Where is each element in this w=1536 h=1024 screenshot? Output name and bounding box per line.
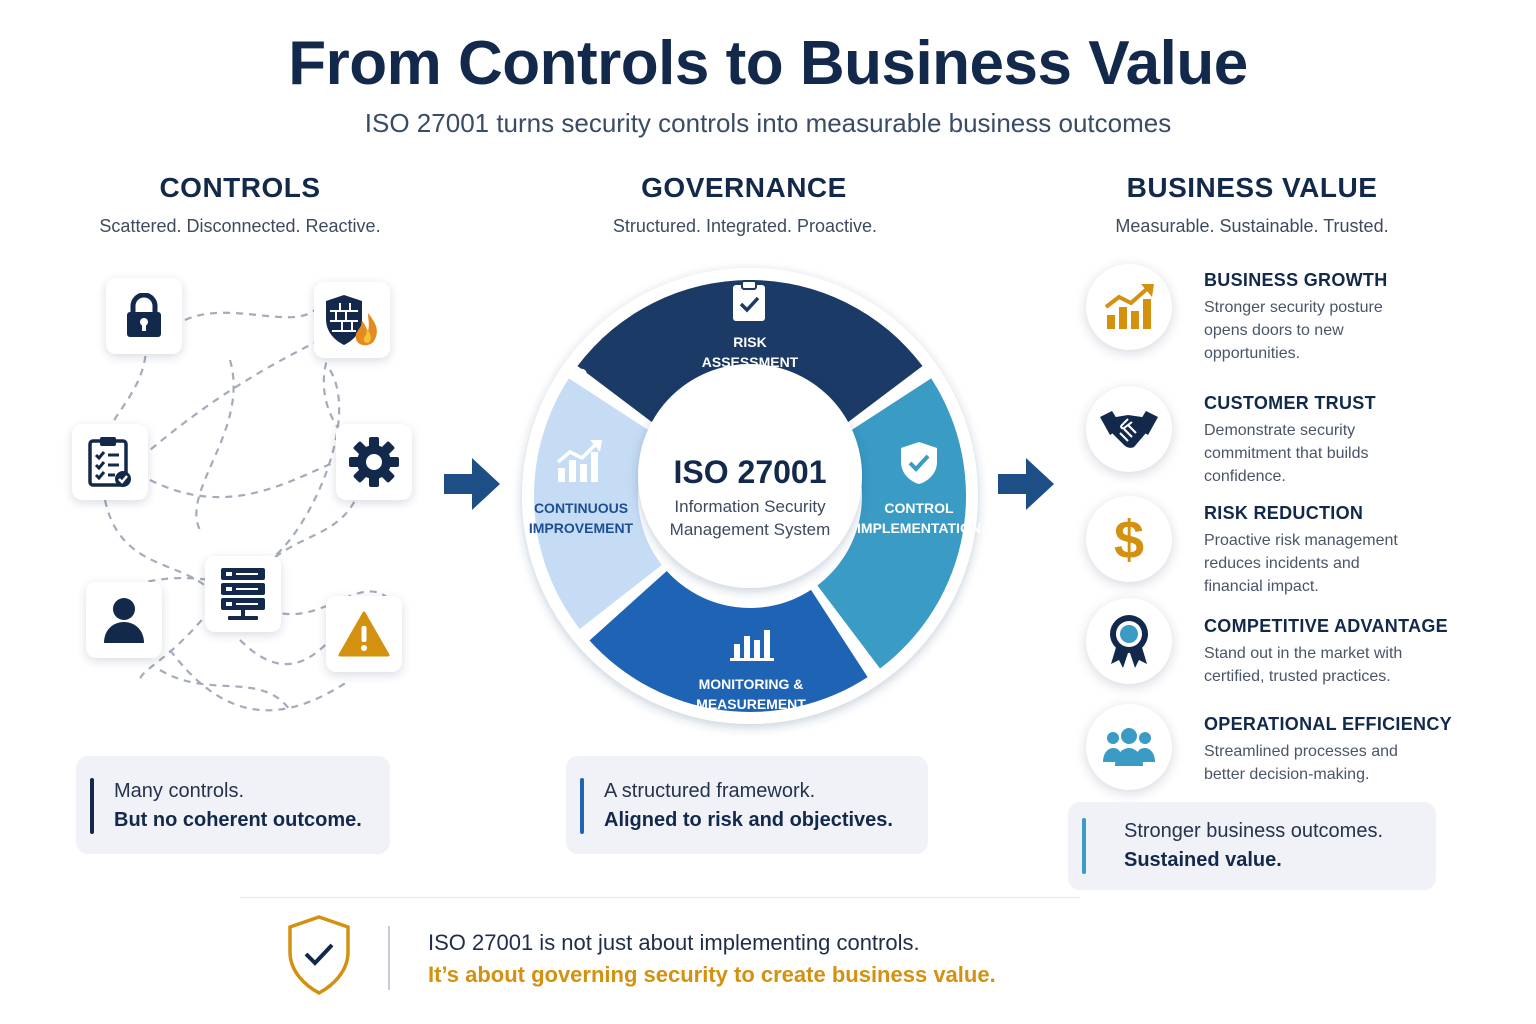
page-subtitle: ISO 27001 turns security controls into m… <box>364 108 1172 138</box>
shield-check-footer-icon <box>288 915 350 995</box>
segment-improve-line1: CONTINUOUS <box>533 500 629 516</box>
governance-note: A structured framework. Aligned to risk … <box>566 756 928 854</box>
governance-note-line2: Aligned to risk and objectives. <box>604 809 893 831</box>
checklist-card <box>72 424 148 500</box>
controls-note: Many controls. But no coherent outcome. <box>76 756 390 854</box>
segment-risk-assessment <box>577 279 923 429</box>
segment-monitor-line1: MONITORING & <box>698 676 804 692</box>
clipboard-check-icon <box>733 280 765 321</box>
svg-text:$: $ <box>1114 510 1144 568</box>
value-efficiency-title: OPERATIONAL EFFICIENCY <box>1204 714 1452 734</box>
segment-control-implementation-arrow-icon <box>861 663 872 674</box>
warning-icon <box>338 611 390 657</box>
handshake-icon <box>1100 411 1158 448</box>
center-title: ISO 27001 <box>673 454 827 490</box>
controls-note-line2: But no coherent outcome. <box>114 809 362 831</box>
footer-line1: ISO 27001 is not just about implementing… <box>428 930 920 955</box>
segment-monitor-line2: MEASUREMENT <box>696 696 806 712</box>
business-value-note: Stronger business outcomes. Sustained va… <box>1068 802 1436 890</box>
value-trust-title: CUSTOMER TRUST <box>1204 393 1376 413</box>
segment-risk-assessment-arrow-icon <box>917 374 928 385</box>
business-note-line2: Sustained value. <box>1124 849 1282 871</box>
segment-risk-line2: ASSESSMENT <box>701 354 799 370</box>
user-card <box>86 582 162 658</box>
business-note-line1: Stronger business outcomes. <box>1124 820 1384 842</box>
page-title: From Controls to Business Value <box>288 29 1248 98</box>
efficiency-circle <box>1086 704 1172 790</box>
warning-card <box>326 596 402 672</box>
footer-line2: It’s about governing security to create … <box>428 962 996 987</box>
server-icon <box>221 568 265 620</box>
footer-separator <box>388 926 390 990</box>
award-icon <box>1110 615 1148 668</box>
governance-heading: GOVERNANCE <box>641 172 847 203</box>
risk-reduction-circle: $ <box>1086 496 1172 582</box>
segment-improve-line2: IMPROVEMENT <box>528 520 634 536</box>
advantage-circle <box>1086 598 1172 684</box>
controls-tagline: Scattered. Disconnected. Reactive. <box>99 216 381 236</box>
value-growth-title: BUSINESS GROWTH <box>1204 270 1388 290</box>
arrow-right-icon-2 <box>998 458 1054 510</box>
governance-note-line1: A structured framework. <box>604 780 816 802</box>
controls-note-line1: Many controls. <box>114 780 245 802</box>
improvement-chart-icon <box>556 440 602 482</box>
server-card <box>205 556 281 632</box>
governance-tagline: Structured. Integrated. Proactive. <box>612 216 878 236</box>
center-sub2: Management System <box>669 520 831 539</box>
value-advantage-title: COMPETITIVE ADVANTAGE <box>1204 616 1448 636</box>
gear-card <box>336 424 412 500</box>
controls-heading: CONTROLS <box>159 172 321 203</box>
segment-monitoring-measurement <box>589 570 868 712</box>
segment-risk-line1: RISK <box>733 334 767 350</box>
lock-card <box>106 278 182 354</box>
center-sub1: Information Security <box>674 497 826 516</box>
trust-circle <box>1086 386 1172 472</box>
gear-icon <box>349 437 399 487</box>
segment-continuous-improvement <box>534 378 662 629</box>
value-risk-title: RISK REDUCTION <box>1204 503 1364 523</box>
arrow-right-icon <box>444 458 500 510</box>
growth-circle <box>1086 264 1172 350</box>
governance-cycle <box>522 268 978 724</box>
user-icon <box>104 598 144 643</box>
bar-chart-icon <box>730 630 774 661</box>
segment-continuous-improvement-arrow-icon <box>576 368 587 379</box>
shield-check-icon <box>901 442 937 484</box>
footer-divider <box>240 897 1080 898</box>
segment-monitoring-measurement-arrow-icon <box>583 621 594 632</box>
segment-control-line1: CONTROL <box>884 500 954 516</box>
team-icon <box>1103 728 1155 766</box>
business-value-tagline: Measurable. Sustainable. Trusted. <box>1115 216 1389 236</box>
growth-chart-icon <box>1104 284 1154 329</box>
firewall-icon <box>326 295 377 346</box>
segment-control-line2: IMPLEMENTATION <box>857 520 981 536</box>
dollar-icon: $ <box>1114 510 1144 568</box>
checklist-icon <box>88 437 131 487</box>
lock-icon <box>127 293 161 337</box>
business-value-heading: BUSINESS VALUE <box>1126 172 1378 203</box>
firewall-card <box>314 282 390 358</box>
